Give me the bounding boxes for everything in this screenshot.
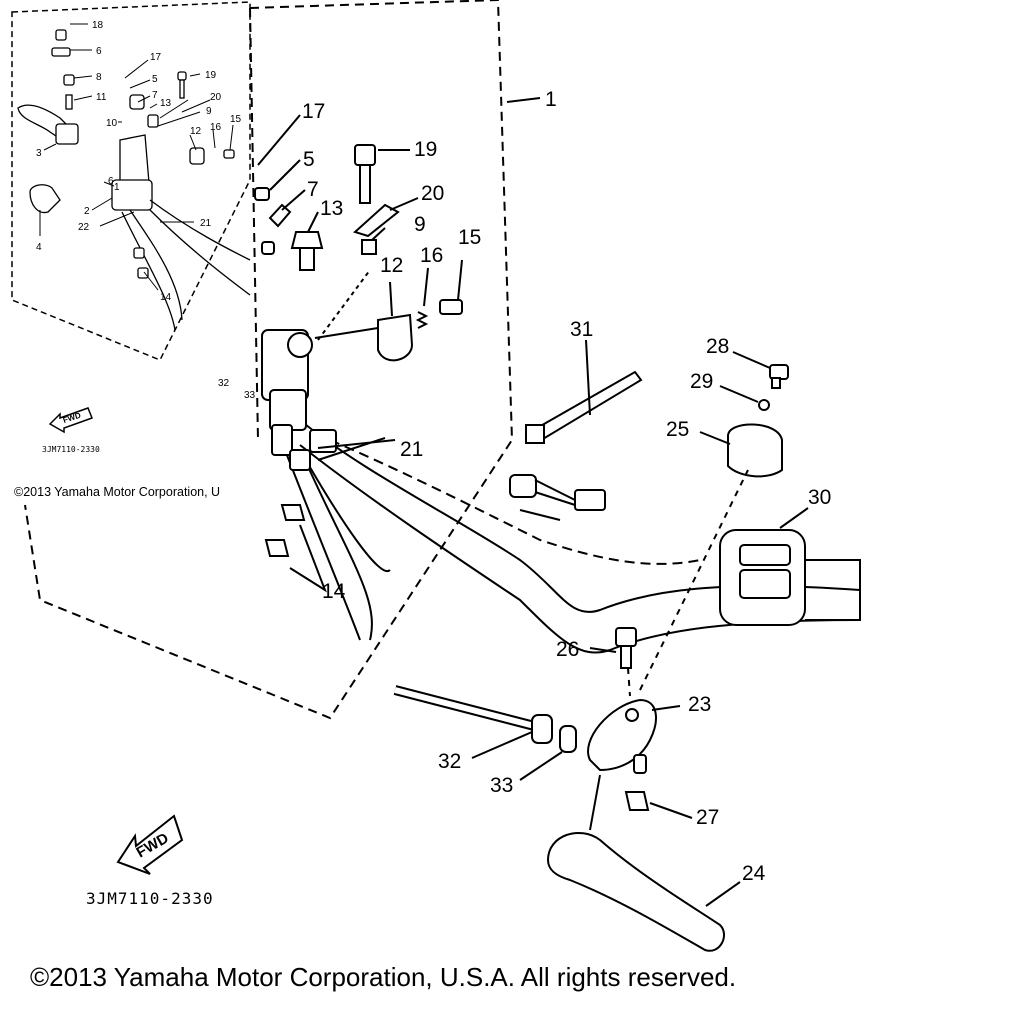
copyright-notice: ©2013 Yamaha Motor Corporation, U.S.A. A… xyxy=(30,962,737,992)
part-label-33-inline: 33 xyxy=(244,390,256,401)
cables xyxy=(284,449,552,735)
inset-label-9: 9 xyxy=(206,106,212,117)
inset-label-22: 22 xyxy=(78,222,90,233)
assembly-boundary xyxy=(24,0,514,720)
inset-label-6b: 6 xyxy=(108,176,114,187)
part-label-20: 20 xyxy=(421,182,444,205)
inset-label-7: 7 xyxy=(152,90,158,101)
inset-leader-lines xyxy=(39,23,234,291)
inset-label-18: 18 xyxy=(92,20,104,31)
inset-label-2: 2 xyxy=(84,206,90,217)
part-label-31: 31 xyxy=(570,318,593,341)
inset-drawing xyxy=(17,29,251,331)
inset-label-14: 14 xyxy=(160,292,172,303)
part-label-7: 7 xyxy=(307,178,319,201)
part-label-14: 14 xyxy=(322,580,346,603)
inset-label-12: 12 xyxy=(190,126,202,137)
part-label-16: 16 xyxy=(420,244,443,267)
part-label-12: 12 xyxy=(380,254,403,277)
inset-label-15: 15 xyxy=(230,114,242,125)
part-label-5: 5 xyxy=(303,148,315,171)
part-label-30: 30 xyxy=(808,486,831,509)
inset-copyright: ©2013 Yamaha Motor Corporation, U xyxy=(14,485,220,499)
part-label-27: 27 xyxy=(696,806,719,829)
handlebar xyxy=(299,419,861,654)
part-label-24: 24 xyxy=(742,862,766,885)
inset-label-20: 20 xyxy=(210,92,222,103)
lever-holder-assembly xyxy=(261,329,337,471)
inset-label-6: 6 xyxy=(96,46,102,57)
leader-lines xyxy=(257,97,809,907)
part-label-32-inline: 32 xyxy=(218,378,230,389)
inset-label-8: 8 xyxy=(96,72,102,83)
part-label-15: 15 xyxy=(458,226,481,249)
inset-label-5: 5 xyxy=(152,74,158,85)
inset-label-1: 1 xyxy=(114,182,120,193)
part-label-25: 25 xyxy=(666,418,689,441)
inset-label-3: 3 xyxy=(36,148,42,159)
inset-label-17: 17 xyxy=(150,52,162,63)
part-label-9: 9 xyxy=(414,213,426,236)
part-label-32: 32 xyxy=(438,750,461,773)
part-label-21: 21 xyxy=(400,438,423,461)
inset-part-labels: 18 6 17 8 5 19 11 7 20 13 10 9 12 16 15 … xyxy=(36,20,242,303)
fwd-arrow-icon: FWD xyxy=(116,814,184,875)
part-label-1: 1 xyxy=(545,88,557,111)
part-label-33: 33 xyxy=(490,774,513,797)
inset-label-13: 13 xyxy=(160,98,172,109)
inset-label-16: 16 xyxy=(210,122,222,133)
inset-label-19: 19 xyxy=(205,70,217,81)
part-label-26: 26 xyxy=(556,638,579,661)
part-label-23: 23 xyxy=(688,693,711,716)
part-labels: 1 17 5 19 7 20 13 9 15 16 12 31 28 29 25… xyxy=(218,88,831,885)
diagram-code: 3JM7110-2330 xyxy=(86,889,214,908)
part-label-29: 29 xyxy=(690,370,713,393)
inset-fwd-arrow-icon: FWD xyxy=(48,407,93,434)
inset-label-11: 11 xyxy=(96,92,107,103)
part-label-28: 28 xyxy=(706,335,729,358)
part-label-19: 19 xyxy=(414,138,437,161)
inset-diagram-code: 3JM7110-2330 xyxy=(42,445,100,454)
small-parts xyxy=(254,144,861,952)
inset-label-10: 10 xyxy=(106,118,118,129)
part-label-17: 17 xyxy=(302,100,325,123)
inset-label-21: 21 xyxy=(200,218,212,229)
inset-label-4: 4 xyxy=(36,242,42,253)
inset-boundary xyxy=(11,1,251,361)
part-label-13: 13 xyxy=(320,197,343,220)
